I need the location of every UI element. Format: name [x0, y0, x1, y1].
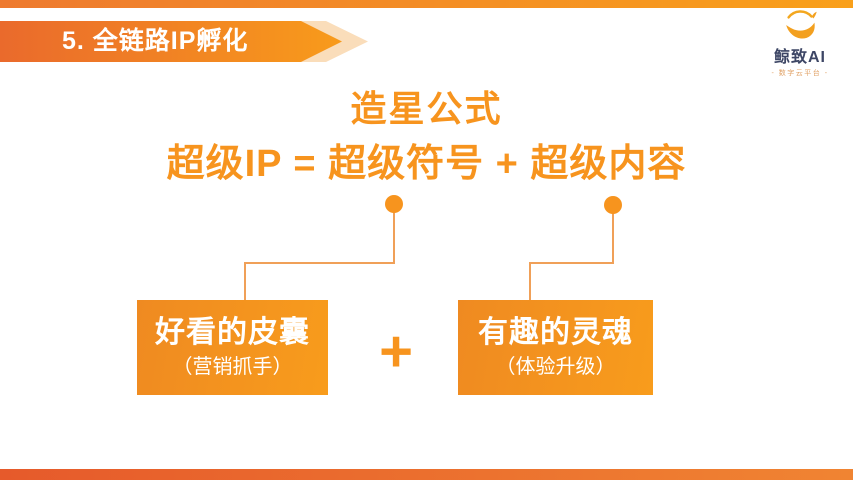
box-subtitle: （体验升级） — [495, 356, 616, 378]
logo-tagline: - 数字云平台 - — [771, 70, 829, 77]
formula-text: 超级IP = 超级符号 + 超级内容 — [166, 143, 687, 185]
section-badge-label: 5. 全链路IP孵化 — [62, 27, 249, 55]
ip-box-soul: 有趣的灵魂 （体验升级） — [458, 300, 653, 395]
bottom-accent-bar — [0, 469, 853, 480]
brand-logo: 鲸致AI - 数字云平台 - — [745, 6, 853, 78]
connector-dot-right — [604, 196, 622, 214]
page-title: 造星公式 — [350, 88, 503, 129]
plus-operator: + — [379, 319, 413, 384]
section-badge: 5. 全链路IP孵化 — [0, 21, 380, 62]
top-accent-bar — [0, 0, 853, 8]
logo-name: 鲸致AI — [773, 49, 826, 66]
box-subtitle: （营销抓手） — [172, 356, 293, 378]
box-title: 有趣的灵魂 — [478, 316, 633, 349]
ip-box-appearance: 好看的皮囊 （营销抓手） — [137, 300, 328, 395]
box-title: 好看的皮囊 — [155, 316, 310, 349]
ribbon-arrow-shape — [0, 21, 342, 62]
connector-dot-left — [385, 195, 403, 213]
whale-logo-icon — [786, 10, 817, 39]
